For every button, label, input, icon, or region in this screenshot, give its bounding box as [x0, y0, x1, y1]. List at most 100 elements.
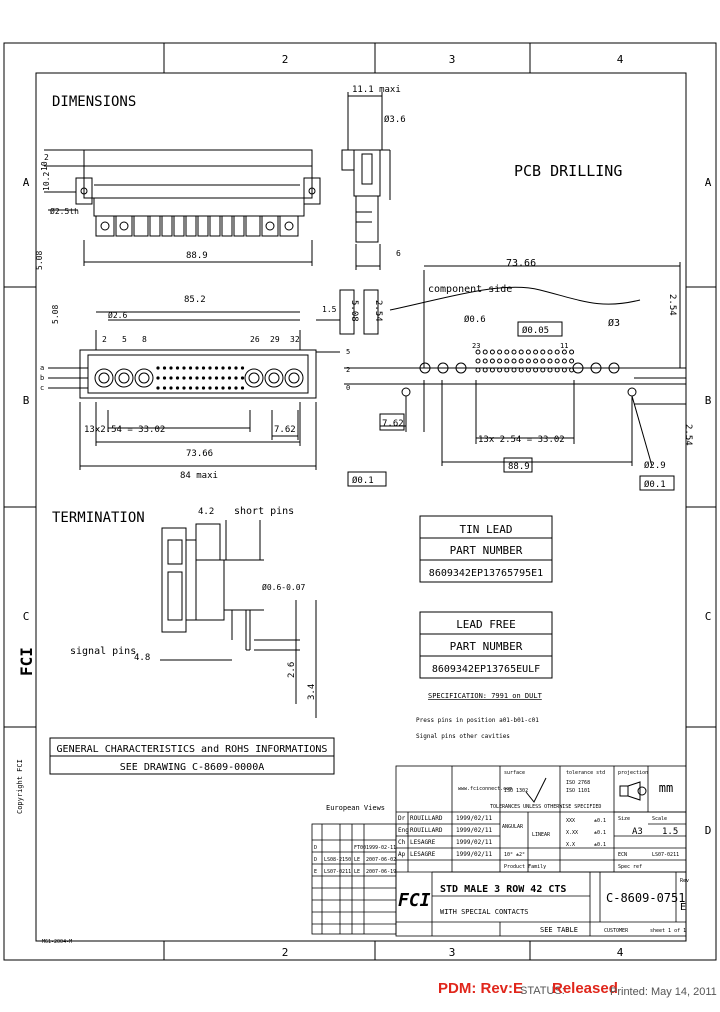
signal-pin-dot — [195, 376, 199, 380]
tb-rev: E — [680, 902, 686, 913]
title-block — [395, 765, 687, 937]
grid-row-a: A — [23, 176, 30, 189]
pin-label-5: 5 — [122, 335, 127, 344]
dim-hole-3-6: Ø3.6 — [384, 114, 406, 125]
signal-pin-dot — [188, 366, 193, 370]
dim-11-1-maxi: 11.1 maxi — [352, 85, 401, 95]
row-label-b: b — [40, 374, 44, 382]
pcb-d-2: 2 — [346, 366, 350, 374]
tolerance-frame-0-1-b — [639, 475, 675, 491]
dim-5-08-a: 5.08 — [51, 305, 60, 324]
pcb-hole-dot — [547, 358, 553, 364]
tb-size-label: Size — [618, 816, 630, 822]
section-pcb-drilling: PCB DRILLING — [514, 162, 622, 180]
grid-row-b-right: B — [705, 394, 712, 407]
pcb-hole-dot — [511, 358, 517, 364]
rev-row-2-c: LE — [354, 857, 360, 863]
pcb-hole-dot — [482, 349, 488, 355]
signal-pin-dot — [221, 376, 225, 380]
pcb-hole-dot — [540, 349, 546, 355]
tolerance-frame-0-1 — [347, 471, 387, 487]
top-view-press-pins — [94, 368, 304, 388]
signal-pin-dot — [214, 366, 219, 370]
pcb-pin-11: 11 — [560, 342, 568, 350]
tolerance-frame-0-05 — [517, 321, 563, 337]
pcb-hole-dot — [540, 367, 546, 373]
section-termination: TERMINATION — [52, 510, 145, 526]
grid-row-c-right: C — [705, 610, 712, 623]
side-copyright: Copyright FCI — [16, 759, 24, 814]
pcb-hole-dot — [497, 349, 503, 355]
signal-pin-dot — [156, 366, 160, 370]
tin-lead-title: TIN LEAD — [460, 523, 513, 536]
connector-top-view — [48, 311, 340, 470]
short-pins-label: short pins — [234, 506, 294, 517]
signal-pin-dot — [195, 386, 199, 390]
tol-0-05: Ø0.05 — [522, 325, 549, 336]
tb-see-table: SEE TABLE — [540, 926, 578, 934]
dim-73-66-a: 73.66 — [186, 449, 213, 459]
signal-pin-dot — [169, 376, 173, 380]
pin-label-26: 26 — [250, 335, 260, 344]
tb-tol-c: ±0.1 — [594, 842, 606, 848]
dim-5-08-b: 5.08 — [35, 251, 44, 270]
pcb-hole-dot — [511, 349, 517, 355]
signal-pin-dot — [201, 366, 206, 370]
signal-pin-dot — [240, 366, 245, 370]
pcb-hole-dot — [525, 358, 531, 364]
tb-ecn: LS07-0211 — [652, 852, 679, 858]
tb-angular: ANGULAR — [502, 824, 524, 830]
pcb-hole-dot — [497, 367, 503, 373]
rev-row-2-d: 2007-06-02 — [366, 857, 396, 863]
signal-pin-dot — [227, 376, 232, 380]
signal-pin-dot — [195, 366, 199, 370]
dim-2-54-c: 2.54 — [683, 424, 693, 446]
pcb-hole-dot — [497, 358, 503, 364]
grid-row-b: B — [23, 394, 30, 407]
grid-col-2-bottom: 2 — [282, 946, 289, 959]
tb-angle: 10° ±2° — [504, 852, 525, 858]
sig-ap-label: Ap — [398, 851, 406, 858]
dim-10: 10 — [40, 161, 49, 171]
grid-row-c: C — [23, 610, 30, 623]
pcb-hole-dot — [482, 358, 488, 364]
pin-label-2: 2 — [102, 335, 107, 344]
spec-title: SPECIFICATION: 7991 on DULT — [428, 692, 543, 700]
connector-front-view — [44, 149, 321, 266]
tb-scale-label: Scale — [652, 816, 667, 822]
pcb-hole-dot — [518, 367, 524, 373]
pcb-hole-dot — [533, 367, 539, 373]
tin-lead-table — [419, 515, 553, 583]
pcb-hole-dot — [482, 367, 488, 373]
signal-pin-dot — [234, 386, 238, 390]
component-side-label: component side — [428, 284, 512, 295]
pcb-hole-dot — [569, 349, 575, 355]
general-box — [49, 737, 335, 775]
signal-pin-dot — [156, 386, 160, 390]
sig-ch-name: LESAGRE — [410, 839, 436, 846]
signal-pin-dot — [169, 366, 173, 370]
rev-row-1-d: 1999-02-11 — [366, 845, 396, 851]
pcb-hole-dot — [489, 349, 495, 355]
tb-website: www.fciconnect.com — [458, 786, 512, 792]
dim-5-08-c: 5.08 — [349, 300, 359, 322]
pcb-hole-dot — [489, 358, 495, 364]
pcb-hole-dot — [540, 358, 546, 364]
status-label: STATUS: — [520, 985, 565, 997]
signal-pin-dot — [188, 376, 193, 380]
status-value: Released — [552, 980, 618, 997]
pcb-hole-dot — [475, 367, 481, 373]
row-label-c: c — [40, 384, 44, 392]
pin-label-29: 29 — [270, 335, 280, 344]
pin-label-8: 8 — [142, 335, 147, 344]
grid-col-2: 2 — [282, 53, 289, 66]
tb-linear: LINEAR — [532, 832, 551, 838]
sig-ap-date: 1999/02/11 — [456, 851, 493, 858]
sig-dr-date: 1999/02/11 — [456, 815, 493, 822]
grid-col-3: 3 — [449, 53, 456, 66]
connector-side-view — [341, 92, 391, 270]
signal-pin-dot — [175, 376, 180, 380]
signal-pin-dot — [175, 366, 180, 370]
side-logo: FCI — [17, 647, 36, 676]
pcb-hole-dot — [504, 358, 510, 364]
